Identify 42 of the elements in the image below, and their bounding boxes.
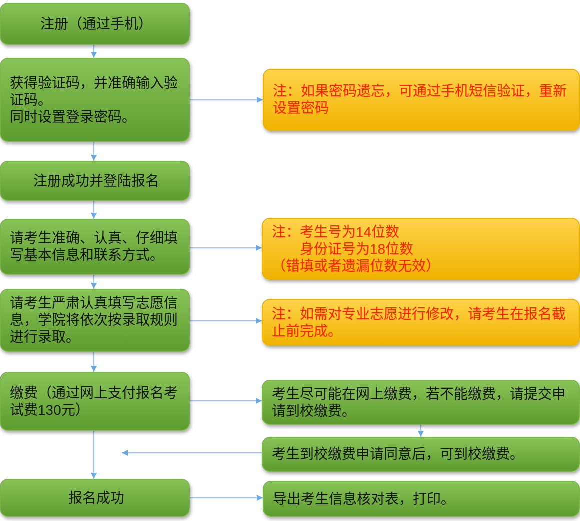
arrow xyxy=(190,318,262,324)
arrow xyxy=(190,245,262,251)
arrow xyxy=(190,97,263,103)
arrow xyxy=(91,45,97,58)
step-text: 注册成功并登陆报名 xyxy=(34,172,160,190)
arrow xyxy=(91,431,97,479)
arrow xyxy=(91,142,97,161)
step-text: 导出考生信息核对表，打印。 xyxy=(273,490,455,508)
process-box xyxy=(0,3,190,45)
note-text: 注：如需对专业志愿进行修改，请考生在报名截止前完成。 xyxy=(272,306,567,340)
process-box xyxy=(262,437,580,472)
process-box xyxy=(0,161,190,201)
step-text: 报名成功 xyxy=(68,490,124,506)
process-box xyxy=(263,481,580,517)
step-text: 考生尽可能在网上缴费，若不能缴费，请提交申请到校缴费。 xyxy=(272,386,567,420)
arrow xyxy=(190,398,262,404)
step-text: 注册（通过手机） xyxy=(40,16,152,32)
step-text: 请考生严肃认真填写志愿信息，学院将依次按录取规则进行录取。 xyxy=(10,295,179,346)
process-box xyxy=(0,479,190,517)
arrow xyxy=(418,425,424,437)
step-text: 考生到校缴费申请同意后，可到校缴费。 xyxy=(272,446,524,463)
note-box xyxy=(262,218,580,280)
note-text: 注：考生号为14位数 xyxy=(272,224,400,240)
arrow xyxy=(122,450,262,456)
arrow xyxy=(91,352,97,372)
step-text: 请考生准确、认真、仔细填写基本信息和联系方式。 xyxy=(10,230,179,264)
arrow xyxy=(91,275,97,289)
note-text: 注：如果密码遗忘，可通过手机短信验证，重新设置密码 xyxy=(273,83,568,117)
note-text: （错填或者遗漏位数无效） xyxy=(272,258,440,274)
step-text: 缴费（通过网上支付报名考试费130元） xyxy=(10,384,179,418)
process-box xyxy=(0,58,190,142)
process-box xyxy=(0,219,190,275)
arrow xyxy=(190,495,263,501)
process-box xyxy=(0,289,190,352)
note-text: 身份证号为18位数 xyxy=(300,240,414,258)
note-box xyxy=(262,299,580,346)
process-box xyxy=(0,372,190,431)
arrow xyxy=(91,201,97,219)
note-box xyxy=(263,69,580,131)
step-text: 获得验证码，并准确输入验证码。 xyxy=(10,74,179,108)
step-text: 同时设置登录密码。 xyxy=(10,108,136,126)
process-box xyxy=(262,380,580,425)
